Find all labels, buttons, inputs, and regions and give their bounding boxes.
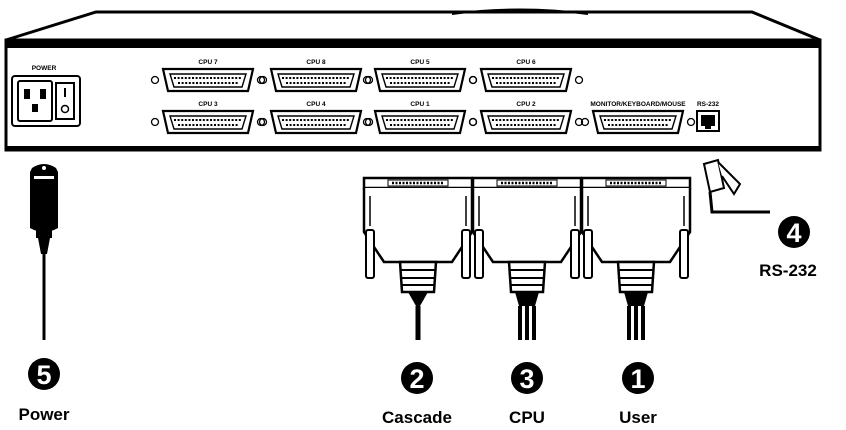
port-cpu-5: CPU 5 bbox=[362, 59, 478, 93]
power-plug-icon bbox=[30, 164, 58, 232]
port-label: MONITOR/KEYBOARD/MOUSE bbox=[590, 101, 686, 108]
port-label: CPU 6 bbox=[516, 59, 536, 66]
port-label: CPU 5 bbox=[410, 59, 430, 66]
callout-cpu: 3 CPU bbox=[509, 362, 545, 427]
port-cpu-4: CPU 4 bbox=[258, 101, 374, 135]
port-cpu-7: CPU 7 bbox=[150, 59, 266, 93]
chassis-handle bbox=[451, 8, 589, 15]
callout-caption: CPU bbox=[509, 408, 545, 427]
port-cpu-2: CPU 2 bbox=[468, 101, 584, 135]
power-cord bbox=[30, 164, 58, 340]
chassis-lid bbox=[5, 10, 821, 42]
port-label: RS-232 bbox=[697, 101, 719, 108]
power-switch-icon bbox=[55, 82, 75, 120]
port-row-bottom: CPU 3 CPU 4 CPU 1 CPU 2 bbox=[150, 101, 696, 135]
port-label: CPU 2 bbox=[516, 101, 536, 108]
callout-number: 4 bbox=[786, 218, 801, 248]
port-label: CPU 1 bbox=[410, 101, 430, 108]
callout-caption: Cascade bbox=[382, 408, 452, 427]
power-inlet: POWER bbox=[11, 65, 81, 127]
iec-socket-icon bbox=[17, 80, 53, 122]
cascade-cable bbox=[362, 176, 474, 340]
callout-caption: Power bbox=[18, 405, 69, 424]
port-label: CPU 3 bbox=[198, 101, 218, 108]
port-cpu-1: CPU 1 bbox=[362, 101, 478, 135]
rs232-cable bbox=[702, 158, 770, 214]
user-cable bbox=[580, 176, 692, 340]
port-label: CPU 7 bbox=[198, 59, 218, 66]
callout-number: 2 bbox=[409, 364, 424, 394]
port-label: CPU 4 bbox=[306, 101, 326, 108]
port-cpu-8: CPU 8 bbox=[258, 59, 374, 93]
callout-user: 1 User bbox=[619, 362, 657, 427]
port-label: CPU 8 bbox=[306, 59, 326, 66]
port-cpu-6: CPU 6 bbox=[468, 59, 584, 93]
port-row-top: CPU 7 CPU 8 CPU 5 CPU 6 bbox=[150, 59, 584, 93]
chassis-top-edge bbox=[6, 40, 820, 48]
callout-number: 1 bbox=[630, 364, 645, 394]
callout-rs232: 4 RS-232 bbox=[759, 216, 817, 280]
port-rs232: RS-232 bbox=[696, 101, 720, 132]
port-monitor-keyboard-mouse: MONITOR/KEYBOARD/MOUSE bbox=[580, 101, 696, 135]
callout-caption: User bbox=[619, 408, 657, 427]
chassis-bottom-edge bbox=[6, 146, 820, 150]
cpu-cable bbox=[471, 176, 583, 340]
rj-plug-icon bbox=[702, 158, 726, 194]
callout-number: 5 bbox=[36, 360, 51, 390]
power-port-label: POWER bbox=[32, 65, 57, 72]
callout-number: 3 bbox=[519, 364, 534, 394]
callout-caption: RS-232 bbox=[759, 261, 817, 280]
callout-cascade: 2 Cascade bbox=[382, 362, 452, 427]
callout-power: 5 Power bbox=[18, 358, 70, 424]
port-cpu-3: CPU 3 bbox=[150, 101, 266, 135]
